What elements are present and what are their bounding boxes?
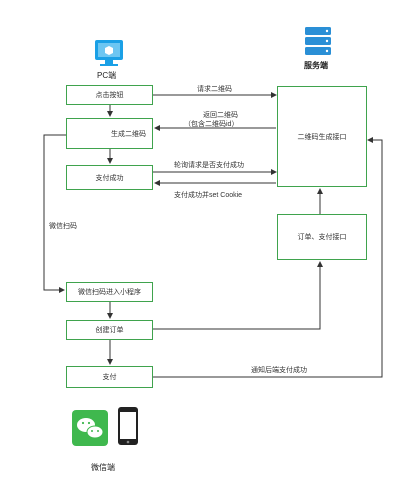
label-notify: 通知后端支付成功 bbox=[251, 367, 307, 374]
pc-label: PC端 bbox=[97, 71, 117, 80]
phone-icon bbox=[118, 407, 138, 445]
create-order-box: 创建订单 bbox=[66, 320, 153, 340]
label-return-qrcode-sub: （包含二维码id） bbox=[184, 121, 239, 128]
server-icon bbox=[305, 27, 331, 55]
qrcode-box: 生成二维码 bbox=[66, 118, 153, 149]
click-button-box: 点击按钮 bbox=[66, 85, 153, 105]
label-req-qrcode: 请求二维码 bbox=[197, 86, 232, 93]
qrcode-box-label: 生成二维码 bbox=[111, 130, 146, 138]
server-api-box: 二维码生成接口 bbox=[277, 86, 367, 187]
arrow-scan-loop bbox=[43, 134, 66, 293]
label-scan: 微信扫码 bbox=[49, 223, 77, 230]
wechat-label: 微信端 bbox=[91, 463, 115, 472]
order-api-box: 订单、支付接口 bbox=[277, 214, 367, 260]
wechat-icon bbox=[72, 410, 108, 446]
label-return-qrcode: 返回二维码 bbox=[203, 112, 238, 119]
pay-success-box: 支付成功 bbox=[66, 165, 153, 190]
wechat-enter-box: 微信扫码进入小程序 bbox=[66, 282, 153, 302]
server-label: 服务端 bbox=[304, 61, 328, 70]
pay-box: 支付 bbox=[66, 366, 153, 388]
label-success-cookie: 支付成功并set Cookie bbox=[174, 192, 243, 199]
arrow-notify bbox=[153, 137, 383, 378]
arrow-order-to-api bbox=[153, 261, 323, 330]
monitor-icon bbox=[95, 40, 123, 66]
label-poll: 轮询请求是否支付成功 bbox=[174, 162, 244, 169]
